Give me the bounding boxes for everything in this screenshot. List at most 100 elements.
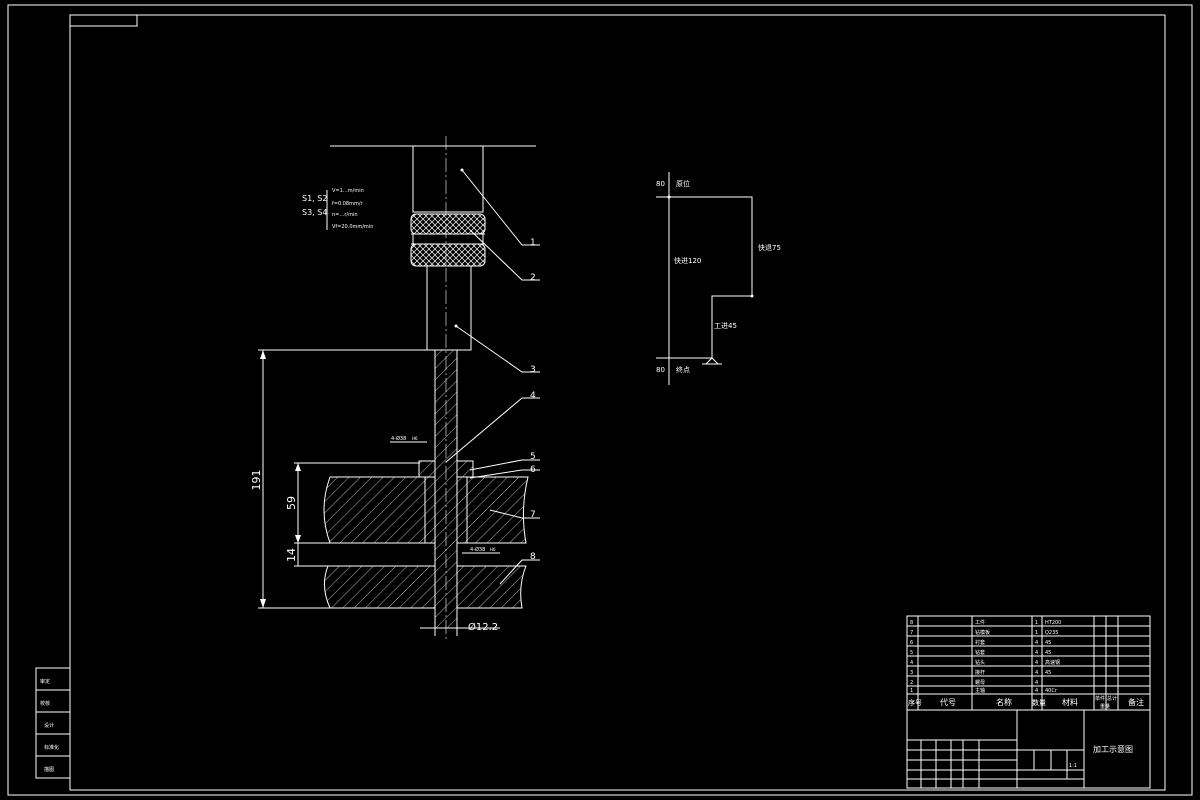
side-cell-2: 校核 (40, 700, 50, 707)
side-column: 审定 校核 设计 标准化 描图 (35, 667, 71, 779)
param-4: Vf=20.0mm/min (332, 224, 373, 230)
drill-plate-left (323, 476, 426, 544)
svg-text:4: 4 (1035, 680, 1038, 686)
svg-text:45: 45 (1045, 670, 1051, 676)
balloon-2: 2 (530, 273, 536, 283)
svg-text:4: 4 (1035, 670, 1038, 676)
svg-text:4: 4 (910, 660, 913, 666)
svg-text:45: 45 (1045, 640, 1051, 646)
bom-row-3: 3 接杆 4 45 (910, 669, 1051, 676)
bom-header: 序号 代号 名称 数量 材料 单件 总计 重量 备注 (908, 695, 1144, 710)
svg-text:钻模板: 钻模板 (975, 629, 990, 636)
dim-191: 191 (250, 470, 263, 491)
part-leaders: 1 2 3 4 5 6 7 8 (445, 169, 540, 585)
stations-a: S1, S2 (302, 194, 327, 203)
tool-assembly (323, 136, 536, 640)
svg-text:1: 1 (1035, 620, 1038, 626)
svg-text:4: 4 (1035, 650, 1038, 656)
drill-plate-right (466, 476, 529, 544)
workpiece-right (456, 565, 527, 609)
cycle-work-feed: 工进45 (714, 322, 737, 330)
liner-right (456, 476, 468, 544)
svg-text:5: 5 (910, 650, 913, 656)
svg-text:名称: 名称 (996, 697, 1012, 707)
svg-text:总计: 总计 (1107, 695, 1117, 702)
balloon-4: 4 (530, 391, 536, 401)
balloon-1: 1 (530, 238, 536, 248)
svg-text:Q235: Q235 (1045, 630, 1058, 636)
param-2: f=0.08mm/r (332, 201, 364, 207)
svg-text:工件: 工件 (975, 619, 985, 626)
svg-text:序号: 序号 (908, 698, 922, 707)
top-left-code-box (69, 14, 138, 27)
hole-callout-upper: 4-Ø38 (391, 435, 406, 442)
dim-14: 14 (285, 548, 298, 562)
cycle-top-label: 原位 (676, 179, 690, 188)
bom-row-6: 6 衬套 4 45 (910, 639, 1051, 646)
side-cell-5: 描图 (44, 766, 54, 773)
inner-frame (69, 14, 1166, 791)
side-cell-3: 设计 (44, 722, 54, 729)
svg-text:4: 4 (1035, 660, 1038, 666)
balloon-7: 7 (530, 510, 536, 520)
bom-row-8: 8 工件 1 HT200 (910, 619, 1061, 626)
svg-text:7: 7 (910, 630, 913, 636)
svg-text:4: 4 (1035, 688, 1038, 694)
svg-text:钻头: 钻头 (975, 659, 985, 666)
cycle-fast-return: 快退75 (758, 243, 781, 252)
cycle-top-value: 80 (656, 180, 665, 188)
svg-text:8: 8 (910, 620, 913, 626)
hole-tol-upper: H6 (412, 436, 418, 441)
balloon-3: 3 (530, 365, 536, 375)
knurled-nut-lower (410, 243, 486, 267)
svg-text:HT200: HT200 (1045, 620, 1061, 626)
svg-text:材料: 材料 (1062, 697, 1078, 707)
bom-row-4: 4 钻头 4 高速钢 (910, 659, 1060, 666)
balloon-6: 6 (530, 465, 536, 475)
bom-row-1: 1 主轴 4 40Cr (910, 687, 1058, 694)
workpiece-left (324, 565, 436, 609)
dim-59: 59 (285, 496, 298, 510)
cycle-bottom-label: 终点 (676, 365, 690, 374)
svg-text:45: 45 (1045, 650, 1051, 656)
cycle-bottom-value: 80 (656, 366, 665, 374)
spindle (412, 145, 484, 213)
svg-text:单件: 单件 (1095, 695, 1105, 702)
svg-text:衬套: 衬套 (975, 639, 985, 646)
balloon-8: 8 (530, 552, 536, 562)
svg-text:主轴: 主轴 (975, 687, 985, 694)
svg-text:2: 2 (910, 680, 913, 686)
bom-row-7: 7 钻模板 1 Q235 (910, 629, 1058, 636)
bom-row-5: 5 钻套 4 45 (910, 649, 1051, 656)
extension-rod (426, 265, 472, 351)
svg-text:钻套: 钻套 (975, 649, 985, 656)
side-cell-4: 标准化 (44, 744, 59, 751)
title-block: 8 工件 1 HT200 7 钻模板 1 Q235 6 衬套 4 45 5 钻套… (906, 615, 1151, 789)
outer-frame (7, 4, 1193, 796)
knurled-nut-upper (410, 213, 486, 235)
hole-callout-lower: 4-Ø38 (470, 546, 485, 553)
side-cell-1: 审定 (40, 678, 50, 685)
svg-text:高速钢: 高速钢 (1045, 659, 1060, 666)
svg-text:1: 1 (1035, 630, 1038, 636)
param-1: V=1…m/min (332, 188, 364, 194)
svg-text:数量: 数量 (1032, 698, 1046, 707)
hole-tol-lower: H6 (490, 547, 496, 552)
svg-text:1: 1 (910, 688, 913, 694)
drawing-title: 加工示意图 (1093, 744, 1133, 754)
bushing-right-top (456, 460, 474, 478)
svg-text:4: 4 (1035, 640, 1038, 646)
svg-text:螺母: 螺母 (975, 679, 985, 686)
svg-text:3: 3 (910, 670, 913, 676)
cycle-fast-in: 快进120 (674, 256, 701, 265)
svg-text:重量: 重量 (1100, 703, 1110, 710)
drawing-scale: 1:1 (1069, 763, 1077, 769)
balloon-5: 5 (530, 452, 536, 462)
svg-text:接杆: 接杆 (975, 669, 985, 676)
svg-text:备注: 备注 (1128, 697, 1144, 707)
liner-left (424, 476, 436, 544)
svg-text:代号: 代号 (940, 697, 956, 707)
stations-b: S3, S4 (302, 208, 327, 217)
dimensions: 191 59 14 Ø12.2 4-Ø38 H6 4-Ø38 H6 (250, 349, 500, 636)
bom-row-2: 2 螺母 4 (910, 679, 1038, 686)
